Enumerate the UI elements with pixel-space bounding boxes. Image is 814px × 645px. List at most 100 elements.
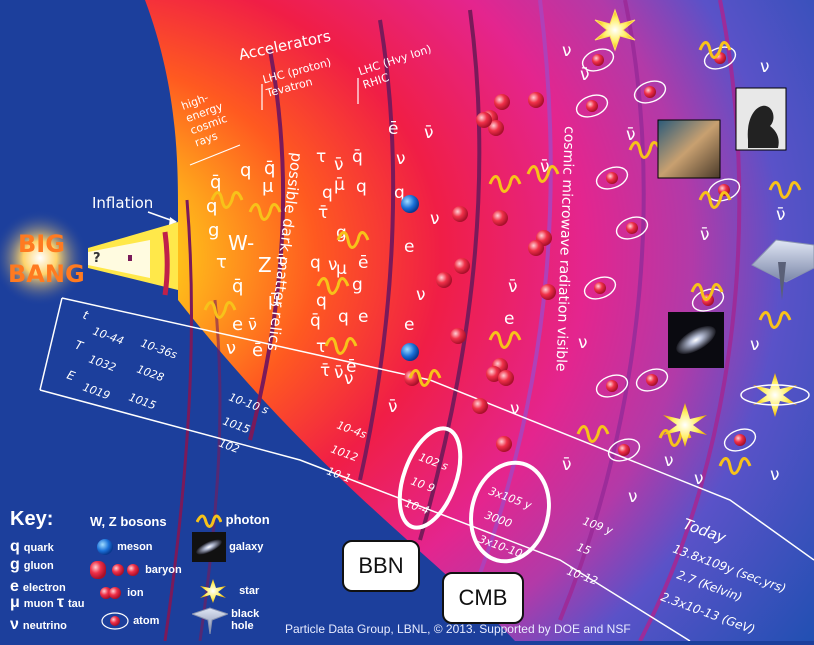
baryon-particle (528, 240, 544, 256)
black-hole-image (751, 239, 814, 300)
quark-symbol: q (10, 538, 20, 555)
neutrino-symbol: ν (10, 616, 19, 633)
photon-wave (576, 425, 610, 443)
scale-col1-0: 10-44 (91, 325, 125, 348)
atom-orbit (595, 374, 629, 398)
atom-orbit (635, 368, 669, 392)
particle-nu: ν (750, 335, 760, 355)
atom-nucleus (626, 222, 638, 234)
atom-orbit (583, 276, 617, 300)
question-mark: ? (93, 251, 101, 266)
electron-symbol: e (232, 314, 243, 335)
particle-nu: ν (664, 451, 674, 471)
atom-nucleus (594, 282, 606, 294)
particle-nu: ν (578, 333, 588, 353)
photon-wave (488, 331, 522, 349)
big-bang-label-1: BIG (18, 230, 65, 258)
baryon-icon (90, 561, 139, 579)
particle-q: q (356, 177, 367, 197)
atom-nucleus (734, 434, 746, 446)
particle-e: e (404, 237, 414, 257)
baryon-particle (436, 272, 452, 288)
particle-q: q (310, 253, 321, 273)
baryon-particle (494, 94, 510, 110)
baryon-particle (454, 258, 470, 274)
atom-orbit (633, 80, 667, 104)
particle-nubar: ν̄ (334, 363, 344, 383)
big-bang-glow (0, 210, 88, 306)
particle-nu: ν (396, 149, 406, 169)
photon-wave (768, 181, 802, 199)
particle-nubar: ν̄ (776, 205, 786, 225)
atom-orbit (723, 428, 757, 452)
photon-wave (526, 165, 560, 183)
particle-nu: ν (770, 465, 780, 485)
key-star: star (198, 578, 259, 604)
ion-icon (100, 587, 121, 599)
photon-wave (698, 191, 732, 209)
baryon-particle (492, 210, 508, 226)
bbn-callout: BBN (342, 540, 420, 592)
atom-nucleus (592, 54, 604, 66)
particle-e: e (504, 309, 514, 329)
scale-row-label-T: T (73, 338, 86, 354)
particle-tau: τ (316, 337, 326, 357)
atom-orbit (581, 48, 615, 72)
galaxy-icon (192, 532, 226, 562)
photon-wave (210, 191, 244, 209)
baryon-particle (498, 370, 514, 386)
scale-row-label-t: t (81, 308, 91, 323)
photon-wave (248, 203, 282, 221)
particle-nubar: ν̄ (562, 455, 572, 475)
quark-symbol: q (240, 160, 251, 181)
atom-nucleus (606, 380, 618, 392)
scale-col3-2: 102 (217, 437, 241, 456)
atom-nucleus (586, 100, 598, 112)
particle-e: e (404, 315, 414, 335)
particle-g: g (352, 275, 363, 295)
neutrino-symbol: ν (226, 338, 236, 359)
photon-wave (718, 457, 752, 475)
electron-symbol: e (10, 578, 19, 595)
particle-nubar: ν̄ (508, 277, 518, 297)
z-boson-symbol: Z (258, 253, 272, 277)
muon-symbol: μ (262, 176, 274, 197)
nebula-image (657, 119, 721, 179)
particle-nubar: ν̄ (388, 397, 398, 417)
particle-mu: μ (336, 259, 347, 279)
baryon-particle (540, 284, 556, 300)
gluon-symbol: g (208, 220, 219, 241)
photon-wave (316, 277, 350, 295)
big-bang-label-2: BANG (8, 260, 85, 288)
particle-nubar: ν̄ (626, 125, 636, 145)
photon-wave (324, 337, 358, 355)
atom-nucleus (644, 86, 656, 98)
atom-orbit (607, 438, 641, 462)
photon-wave (698, 41, 732, 59)
atom-nucleus (646, 374, 658, 386)
scale-row-label-E: E (65, 368, 77, 384)
positron-symbol: ē (252, 340, 263, 361)
key-photon: photon (195, 512, 270, 528)
photon-wave (203, 301, 237, 319)
antineutrino-symbol: ν̄ (248, 315, 257, 334)
epoch-boundaries (248, 0, 742, 642)
baryon-particle (488, 120, 504, 136)
particle-tau: τ (316, 147, 326, 167)
particle-ebar: ē (358, 253, 368, 273)
quark-symbol: q (206, 196, 217, 217)
particle-nu: ν (430, 209, 440, 229)
photon-wave (628, 141, 662, 159)
particle-nubar: ν̄ (424, 123, 434, 143)
key-baryon: baryon (90, 560, 182, 580)
atom-icon (101, 612, 129, 630)
meson-particle (401, 195, 419, 213)
key-atom: atom (100, 610, 159, 632)
baryon-particle (528, 92, 544, 108)
scale-col2-0: 10-36s (139, 337, 179, 362)
particle-qbar: q̄ (310, 311, 321, 331)
muon-symbol: μ (10, 594, 20, 611)
